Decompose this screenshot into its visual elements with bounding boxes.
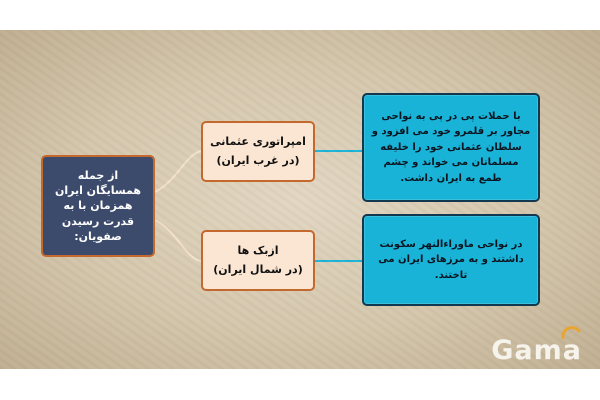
connector-root-to-uzbek [154, 219, 202, 262]
node-uzbeks: ازبک ها (در شمال ایران) [201, 230, 315, 291]
logo-arc-icon [561, 326, 581, 339]
node-ottoman-subtitle: (در غرب ایران) [216, 153, 300, 167]
connector-lines [154, 150, 362, 262]
root-node-text: از جمله همسایگان ایران همزمان با به قدرت… [54, 168, 142, 244]
detail-uzbeks-text: در نواحی ماوراءالنهر سکونت داشتند و به م… [378, 238, 524, 281]
detail-ottoman: با حملات پی در پی به نواحی مجاور بر قلمر… [362, 93, 540, 202]
node-ottoman-title: امپراتوری عثمانی [210, 134, 306, 148]
node-uzbeks-title: ازبک ها [237, 243, 279, 257]
detail-ottoman-text: با حملات پی در پی به نواحی مجاور بر قلمر… [371, 110, 531, 184]
connector-root-to-ottoman [154, 150, 202, 193]
detail-uzbeks: در نواحی ماوراءالنهر سکونت داشتند و به م… [362, 214, 540, 306]
slide-background: از جمله همسایگان ایران همزمان با به قدرت… [0, 30, 600, 369]
root-node: از جمله همسایگان ایران همزمان با به قدرت… [41, 155, 155, 257]
node-ottoman-empire: امپراتوری عثمانی (در غرب ایران) [201, 121, 315, 182]
node-uzbeks-subtitle: (در شمال ایران) [213, 262, 303, 276]
gama-logo: Gama [491, 335, 582, 366]
